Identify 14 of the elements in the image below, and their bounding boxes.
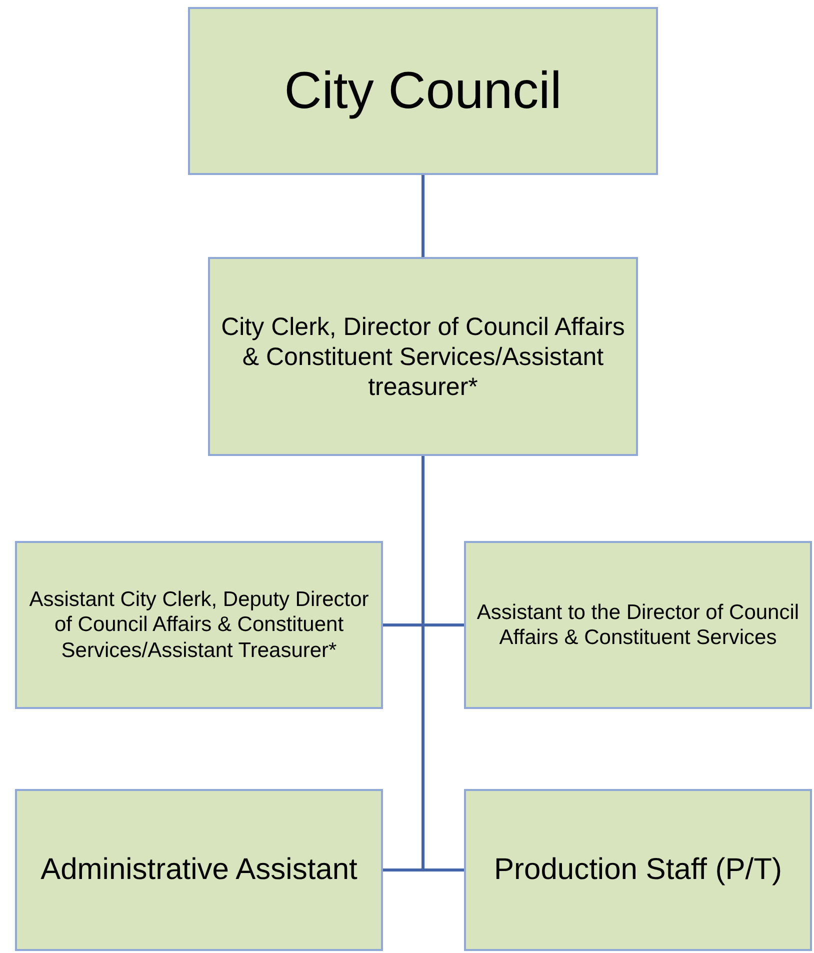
org-box [464,789,812,951]
role-title: Assistant City Clerk, Deputy Director of Council Affairs & Constituent Services/Assistant Treasurer* [28,587,370,663]
org-box [15,541,383,709]
connector-line [422,175,424,257]
org-box [208,257,638,456]
org-box [464,541,812,709]
role-title: Production Staff (P/T) [494,852,782,888]
connector-line [422,456,464,872]
org-box [188,7,658,175]
role-title: City Council [284,60,562,122]
org-box [15,789,383,951]
role-title: Administrative Assistant [40,852,358,888]
role-title: Assistant to the Director of Council Affairs & Constituent Services [476,600,800,650]
role-title: City Clerk, Director of Council Affairs & Constituent Services/Assistant treasurer* [220,312,626,402]
